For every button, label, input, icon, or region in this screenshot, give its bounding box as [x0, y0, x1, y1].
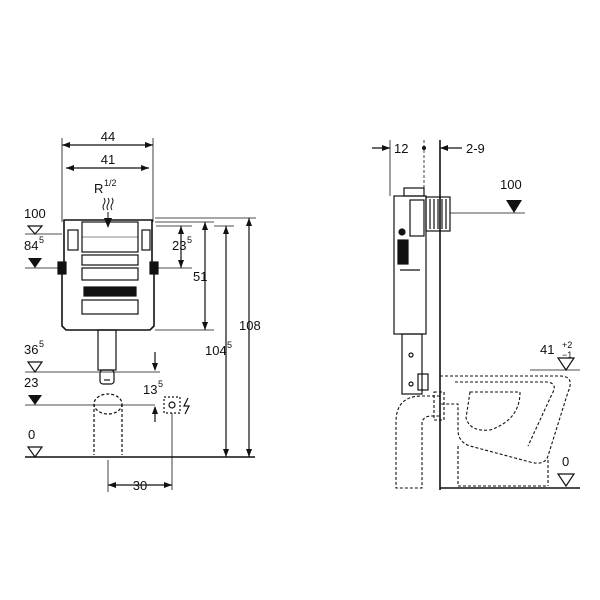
water-connection-label: R — [94, 181, 103, 196]
dim-23-5-line — [156, 225, 192, 269]
dim-104-5-sup: 5 — [227, 340, 232, 350]
dim-51-line — [155, 221, 214, 331]
dim-108-line — [155, 217, 256, 457]
side-level-marker-0 — [556, 473, 576, 488]
dim-30-line — [107, 460, 172, 492]
toilet-outline-dashed — [395, 375, 571, 489]
dim-13-5-label: 13 — [143, 382, 157, 397]
tol-minus: −1 — [562, 350, 572, 360]
side-level-marker-41 — [556, 357, 576, 372]
side-level-marker-100 — [506, 200, 522, 213]
dim-2-9-label: 2-9 — [466, 141, 485, 156]
level-marker-100 — [26, 225, 44, 235]
dim-30-label: 30 — [133, 478, 147, 493]
water-connection-frac: 1/2 — [104, 178, 117, 188]
supply-connector — [425, 196, 451, 232]
side-level-100-label: 100 — [500, 177, 522, 192]
water-inlet-icon — [102, 197, 114, 228]
brand-logo: GEBERIT — [95, 290, 125, 296]
flush-pipe — [97, 329, 117, 385]
dim-41-label: 41 — [101, 152, 115, 167]
side-level-41-label: 41 — [540, 342, 554, 357]
level-marker-23 — [28, 395, 42, 405]
level-marker-36 — [26, 361, 44, 374]
dim-23-5-label: 23 — [172, 238, 186, 253]
level-84-sup: 5 — [39, 235, 44, 245]
level-marker-0 — [26, 446, 44, 459]
level-84-label: 84 — [24, 238, 38, 253]
level-23-label: 23 — [24, 375, 38, 390]
level-36-sup: 5 — [39, 339, 44, 349]
level-marker-84 — [28, 258, 42, 268]
electrical-socket — [163, 396, 181, 414]
dim-108-label: 108 — [239, 318, 261, 333]
dim-13-5-arrows — [152, 352, 158, 422]
electric-icon — [183, 397, 190, 415]
tol-plus: +2 — [562, 340, 572, 350]
dim-44-line — [61, 138, 154, 222]
dim-104-5-label: 104 — [205, 343, 227, 358]
level-100-label: 100 — [24, 206, 46, 221]
dim-41-line — [66, 165, 149, 171]
cistern-body — [57, 219, 159, 331]
dim-12-label: 12 — [394, 141, 408, 156]
dim-13-5-sup: 5 — [158, 379, 163, 389]
dim-104-5-line — [214, 225, 234, 457]
dim-51-label: 51 — [193, 269, 207, 284]
level-36-label: 36 — [24, 342, 38, 357]
side-level-0-label: 0 — [562, 454, 569, 469]
side-view — [372, 140, 580, 490]
dim-2-9-line — [440, 145, 462, 151]
waste-pipe-dashed — [93, 393, 123, 455]
dim-44-label: 44 — [101, 129, 115, 144]
dim-23-5-sup: 5 — [187, 235, 192, 245]
dim-12-line — [372, 140, 426, 196]
level-0-label: 0 — [28, 427, 35, 442]
side-frame — [393, 187, 429, 395]
front-view: GEBERIT — [25, 138, 256, 492]
